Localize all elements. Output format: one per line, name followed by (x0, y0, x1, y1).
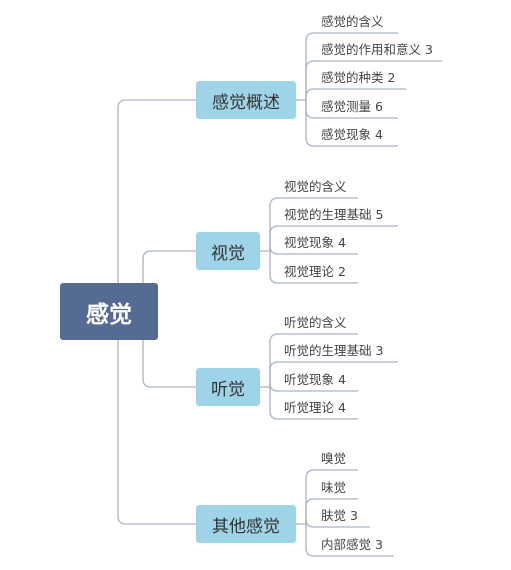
connector-line (269, 333, 358, 387)
leaf-item[interactable]: 视觉现象 4 (284, 235, 346, 250)
branch-node-other-senses[interactable]: 其他感觉 (196, 505, 296, 543)
connector-line (117, 340, 196, 525)
connector-line (305, 60, 442, 100)
leaf-item[interactable]: 感觉现象 4 (321, 127, 383, 142)
leaf-item[interactable]: 感觉的含义 (321, 14, 384, 29)
root-node[interactable]: 感觉 (60, 283, 158, 340)
connector-line (305, 498, 358, 524)
leaf-item[interactable]: 嗅觉 (321, 451, 347, 466)
leaf-item[interactable]: 肤觉 3 (321, 508, 358, 523)
leaf-item[interactable]: 听觉的生理基础 3 (284, 343, 384, 358)
leaf-item[interactable]: 听觉现象 4 (284, 372, 346, 387)
leaf-item[interactable]: 视觉的生理基础 5 (284, 207, 384, 222)
branch-node-vision[interactable]: 视觉 (196, 232, 260, 270)
connector-line (269, 387, 358, 420)
leaf-item[interactable]: 感觉测量 6 (321, 99, 383, 114)
leaf-item[interactable]: 视觉的含义 (284, 179, 347, 194)
leaf-item[interactable]: 味觉 (321, 480, 347, 495)
connector-line (269, 197, 358, 251)
connector-line (305, 518, 370, 528)
leaf-item[interactable]: 内部感觉 3 (321, 537, 383, 552)
branch-node-hearing[interactable]: 听觉 (196, 368, 260, 406)
branch-node-overview[interactable]: 感觉概述 (196, 81, 296, 119)
connector-line (305, 32, 398, 100)
leaf-item[interactable]: 感觉的种类 2 (321, 70, 396, 85)
leaf-item[interactable]: 听觉的含义 (284, 315, 347, 330)
connector-line (117, 99, 196, 283)
connector-line (269, 245, 358, 255)
connector-line (305, 469, 358, 524)
connector-line (269, 382, 358, 392)
leaf-item[interactable]: 感觉的作用和意义 3 (321, 42, 433, 57)
connector-line (305, 100, 398, 147)
leaf-item[interactable]: 视觉理论 2 (284, 264, 346, 279)
connector-line (269, 225, 398, 251)
connector-line (305, 88, 406, 100)
connector-line (269, 361, 398, 387)
leaf-item[interactable]: 听觉理论 4 (284, 400, 346, 415)
connector-line (269, 251, 358, 284)
connector-line (305, 524, 394, 557)
